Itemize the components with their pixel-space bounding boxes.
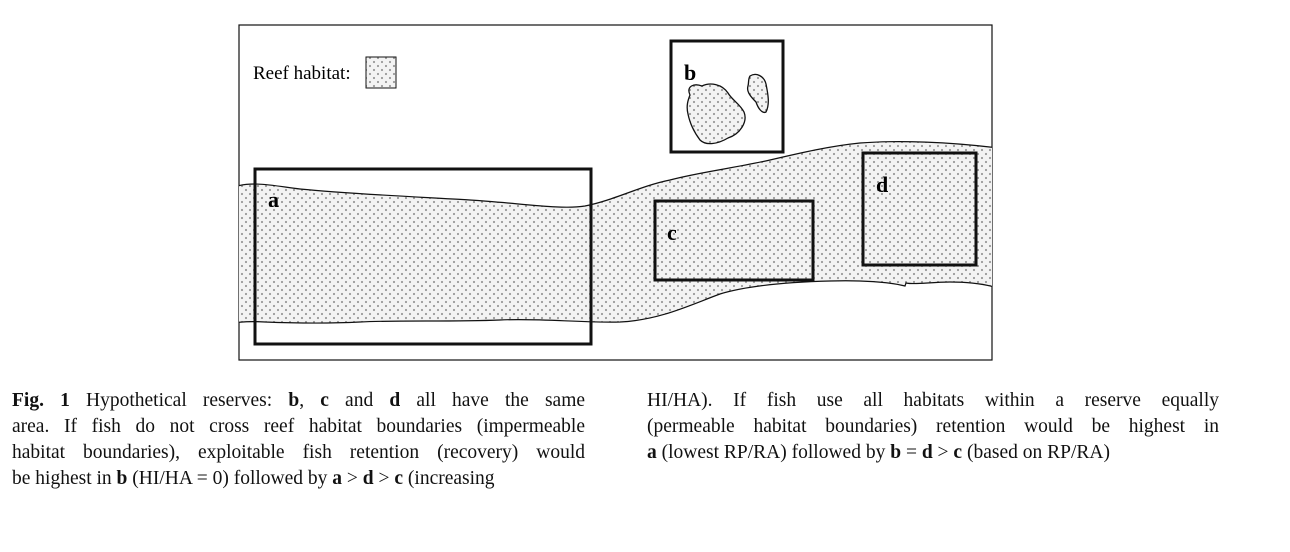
reserve-d-box xyxy=(861,151,978,267)
figure-label: Fig. 1 xyxy=(12,390,70,411)
reserve-a-box xyxy=(253,167,593,346)
reserve-ref: a xyxy=(647,442,657,463)
reserve-ref: c xyxy=(953,442,963,463)
reserve-ref: d xyxy=(362,468,374,489)
reserve-ref: b xyxy=(890,442,902,463)
reserve-c-box xyxy=(653,199,815,282)
reserve-c-label: c xyxy=(667,220,677,245)
caption-right-line: HI/HA). If fish use all habitats within … xyxy=(647,390,1219,411)
reserve-b-island-small xyxy=(746,73,769,114)
reserve-a-label: a xyxy=(268,187,279,212)
reserve-ref: b xyxy=(116,468,128,489)
reserve-ref: b xyxy=(288,390,300,411)
figure-caption-right: HI/HA). If fish use all habitats within … xyxy=(647,388,1219,466)
reserve-ref: c xyxy=(394,468,404,489)
caption-left-line: habitat boundaries), exploitable fish re… xyxy=(12,442,585,463)
caption-left-line: area. If fish do not cross reef habitat … xyxy=(12,416,585,437)
caption-right-line: (permeable habitat boundaries) retention… xyxy=(647,416,1219,437)
figure-caption-left: Fig. 1 Hypothetical reserves: b, c and d… xyxy=(12,388,585,492)
reserve-b-island-large xyxy=(686,83,746,145)
caption-left-line: Fig. 1 Hypothetical reserves: b, c and d… xyxy=(12,390,586,411)
reserve-ref: d xyxy=(389,390,401,411)
caption-left-line: be highest in b (HI/HA = 0) followed by … xyxy=(12,468,495,489)
legend-label: Reef habitat: xyxy=(253,63,351,84)
reserve-ref: d xyxy=(921,442,933,463)
caption-right-line: a (lowest RP/RA) followed by b = d > c (… xyxy=(647,442,1110,463)
reserve-d-label: d xyxy=(876,172,888,197)
legend-swatch xyxy=(365,56,397,89)
reef-habitat-band xyxy=(239,141,992,324)
reserve-ref: c xyxy=(320,390,329,411)
reserve-b-label: b xyxy=(684,60,696,85)
reserve-ref: a xyxy=(332,468,343,489)
figure-diagram: Reef habitat: b a c d xyxy=(238,24,993,361)
